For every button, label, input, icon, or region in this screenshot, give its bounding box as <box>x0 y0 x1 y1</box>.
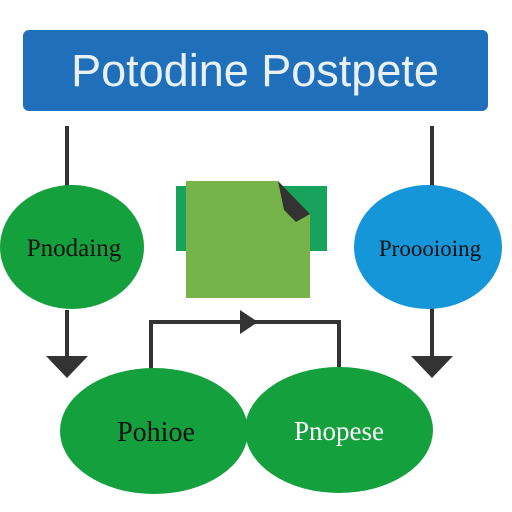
document-front-page <box>186 181 310 298</box>
connector-lines <box>46 126 453 378</box>
node-right-top-label: Proooioing <box>379 236 482 261</box>
node-bottom-right: Pnopese <box>245 367 433 493</box>
document-icon <box>176 181 327 298</box>
node-left-top: Pnodaing <box>0 185 144 309</box>
node-right-top-shape <box>354 185 502 309</box>
header-box <box>23 30 488 111</box>
node-bottom-left-label: Pohioe <box>117 417 195 448</box>
arrowhead-right-down <box>411 356 453 378</box>
node-left-top-label: Pnodaing <box>27 235 122 262</box>
header-title: Potodine Postpete <box>71 45 439 96</box>
node-bottom-left: Pohioe <box>60 368 248 494</box>
arrowhead-left-down <box>46 356 88 378</box>
arrowhead-bracket <box>240 310 258 334</box>
node-bottom-right-shape <box>245 367 433 493</box>
document-fold <box>278 181 310 222</box>
header-banner: Potodine Postpete <box>23 30 488 111</box>
node-bottom-left-shape <box>60 368 248 494</box>
node-bottom-right-label: Pnopese <box>294 416 384 446</box>
node-right-top: Proooioing <box>354 185 502 309</box>
node-left-top-shape <box>0 185 144 309</box>
